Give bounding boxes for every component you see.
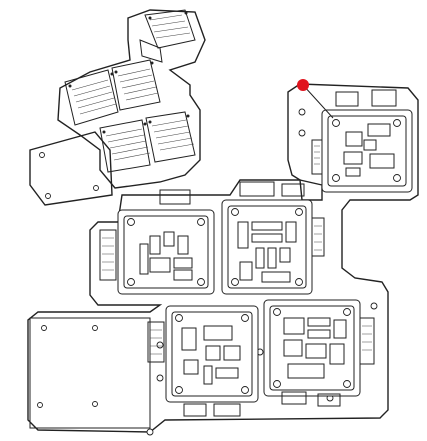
relay-block-middle-left[interactable] xyxy=(99,189,215,295)
perspective-relay-left xyxy=(64,69,119,126)
perspective-relay-bottom-left xyxy=(99,119,151,173)
perspective-relay-top xyxy=(139,9,196,63)
relay-block-top-right[interactable] xyxy=(297,79,413,193)
perspective-relay-right xyxy=(111,59,161,111)
relay-block-bottom-right[interactable] xyxy=(263,299,375,407)
relay-block-bottom-left[interactable] xyxy=(147,305,259,417)
relay-block-middle-center[interactable] xyxy=(221,181,325,295)
perspective-relay-bottom-right xyxy=(145,111,196,163)
red-dot-marker-icon xyxy=(297,79,309,91)
perspective-assembly xyxy=(29,9,206,206)
